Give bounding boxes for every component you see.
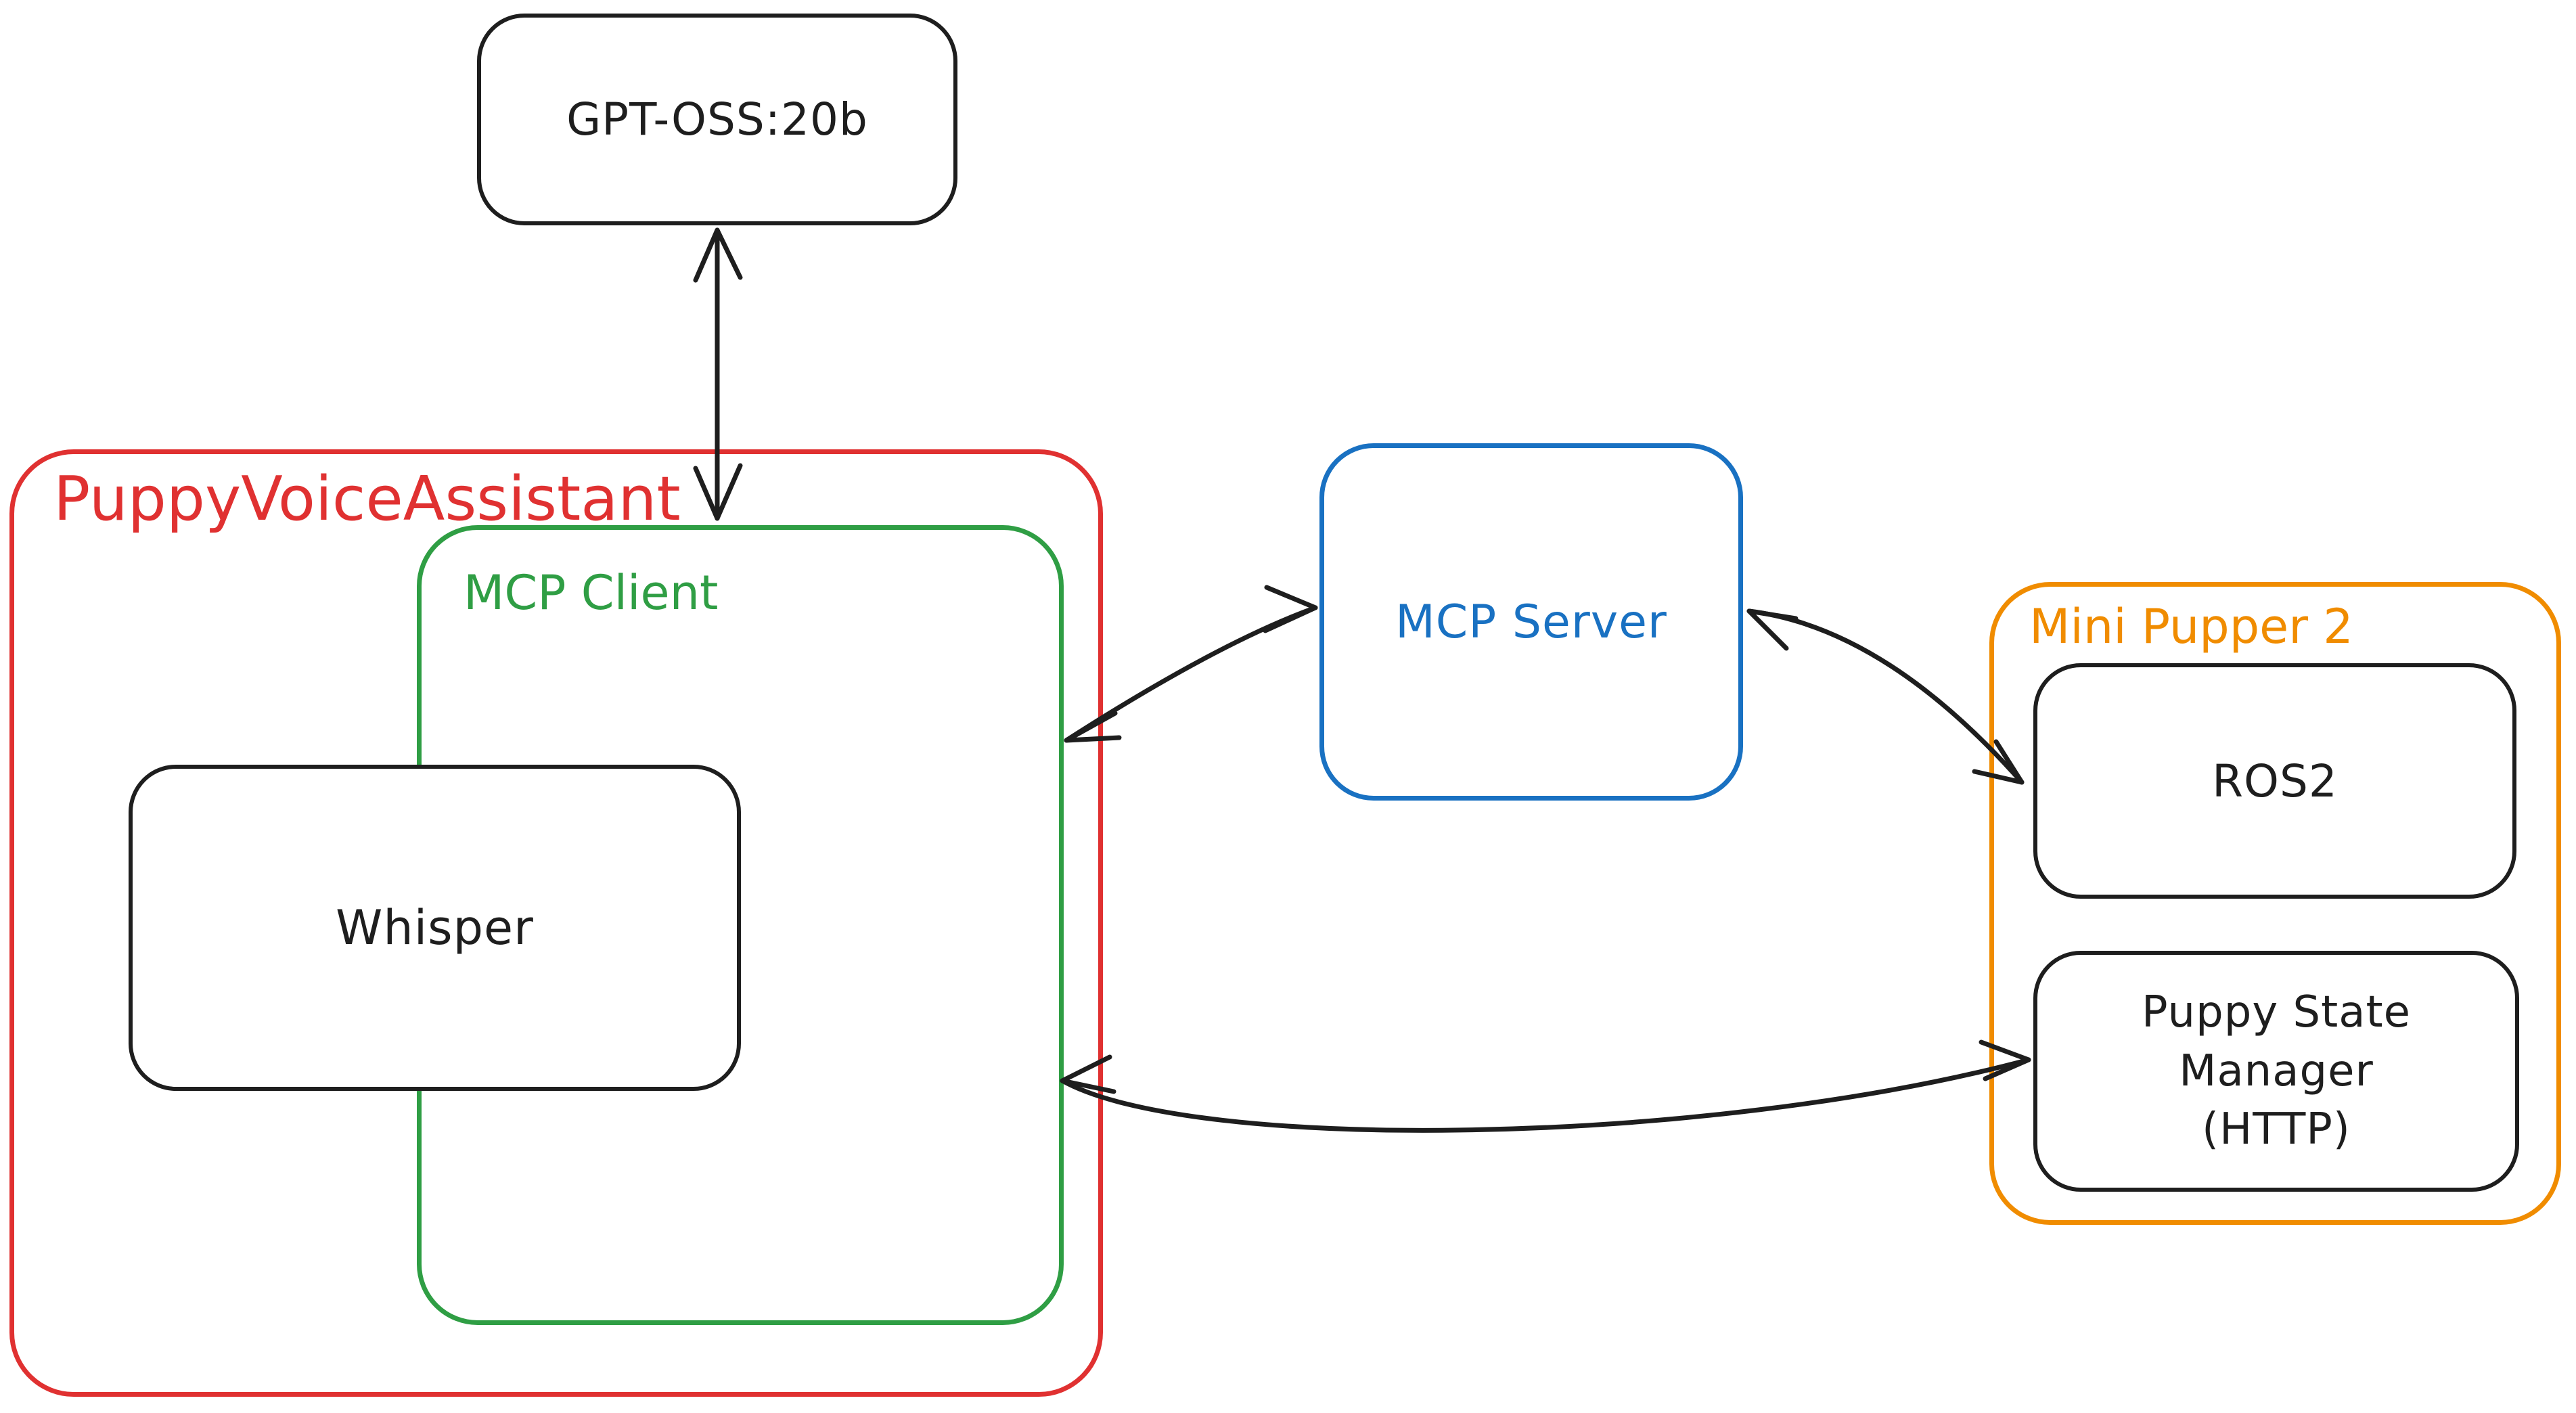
node-puppy-state-manager: Puppy State Manager (HTTP) — [2033, 951, 2519, 1192]
ros2-label: ROS2 — [2212, 755, 2338, 807]
arrow-mcp-client-to-puppy-state-manager — [1060, 1039, 2031, 1133]
whisper-label: Whisper — [336, 900, 534, 956]
node-mcp-server: MCP Server — [1319, 443, 1743, 801]
puppy-state-manager-label: Puppy State Manager (HTTP) — [2142, 987, 2411, 1155]
container-puppy-voice-assistant: PuppyVoiceAssistant — [9, 449, 1103, 1397]
arrow-mcp-client-to-mcp-server — [1064, 585, 1318, 743]
mcp-server-label: MCP Server — [1395, 595, 1667, 649]
arrow-mcp-server-to-ros2 — [1746, 608, 2025, 785]
mcp-client-label: MCP Client — [464, 565, 719, 621]
mini-pupper-2-label: Mini Pupper 2 — [2029, 599, 2353, 654]
container-mini-pupper-2: Mini Pupper 2 — [1989, 582, 2561, 1225]
puppy-voice-assistant-label: PuppyVoiceAssistant — [53, 464, 681, 535]
node-gpt-oss-20b: GPT-OSS:20b — [477, 14, 957, 225]
node-ros2: ROS2 — [2033, 663, 2516, 899]
gpt-oss-label: GPT-OSS:20b — [566, 93, 868, 145]
node-whisper: Whisper — [129, 765, 741, 1091]
